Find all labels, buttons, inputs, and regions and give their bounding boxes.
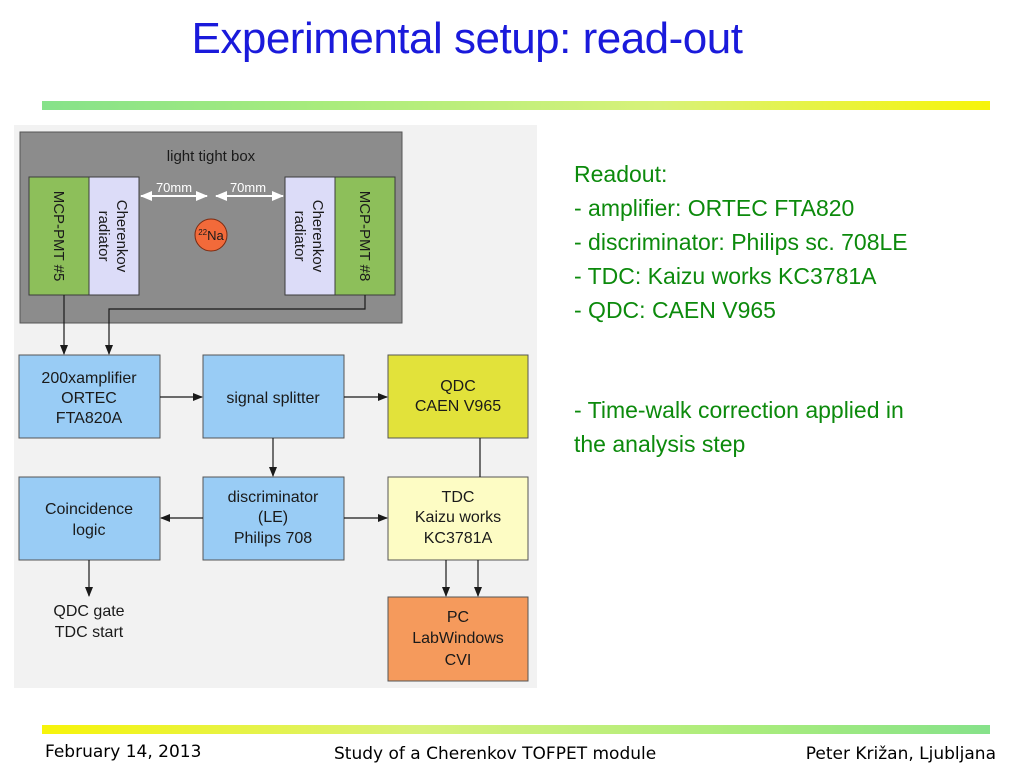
distance-label-left: 70mm [156,180,192,195]
tdc-line3: KC3781A [424,530,493,547]
readout-diagram-svg: light tight box MCP-PMT #5 Cherenkov rad… [18,131,529,682]
qdc-line2: CAEN V965 [415,398,501,415]
mcp-pmt-5 [28,176,90,296]
time-walk-note: - Time-walk correction applied in the an… [574,393,1014,461]
mcp-pmt-8-label: MCP-PMT #8 [356,191,373,282]
source-mass: 22 [198,228,207,237]
readout-item-amplifier: - amplifier: ORTEC FTA820 [574,195,855,221]
distance-label-right: 70mm [230,180,266,195]
signal-splitter-box [202,354,345,439]
amplifier-line2: ORTEC [61,390,117,407]
pc-box [387,596,529,682]
amplifier-line1: 200xamplifier [41,370,137,387]
tdc-box [387,476,529,561]
na22-source-label: 22Na [198,228,224,243]
title-divider-bar [42,101,990,110]
cherenkov-radiator-right [284,176,336,296]
cherenkov-radiator-left [88,176,140,296]
readout-diagram: light tight box MCP-PMT #5 Cherenkov rad… [14,125,537,688]
arrow-pmt8-to-amplifier [105,295,366,355]
source-symbol: Na [207,228,224,243]
pc-line1: PC [447,609,469,626]
footer-divider-bar [42,725,990,734]
amplifier-line3: FTA820A [56,410,123,427]
time-walk-note-line2: the analysis step [574,431,746,457]
radiator-right-line1: Cherenkov [309,200,326,273]
pc-line2: LabWindows [412,630,504,647]
readout-heading: Readout: [574,161,668,187]
coincidence-line2: logic [73,522,106,539]
slide-title: Experimental setup: read-out [191,14,743,63]
readout-item-discriminator: - discriminator: Philips sc. 708LE [574,229,908,255]
coincidence-logic-box [18,476,161,561]
qdc-line1: QDC [440,378,476,395]
readout-text-panel: Readout: - amplifier: ORTEC FTA820 - dis… [574,157,1014,461]
radiator-left-line2: radiator [95,211,112,262]
footer-author: Peter Križan, Ljubljana [805,744,996,764]
discriminator-box [202,476,345,561]
mcp-pmt-5-label: MCP-PMT #5 [50,191,67,282]
pc-line3: CVI [445,652,472,669]
light-tight-box-label: light tight box [167,148,256,165]
discriminator-line1: discriminator [228,489,319,506]
mcp-pmt-8 [334,176,396,296]
qdc-box [387,354,529,439]
amplifier-box [18,354,161,439]
tdc-line1: TDC [442,489,475,506]
footer-talk-title: Study of a Cherenkov TOFPET module [334,744,657,764]
discriminator-line3: Philips 708 [234,530,312,547]
radiator-right-line2: radiator [291,211,308,262]
footer-date: February 14, 2013 [45,742,202,762]
discriminator-line2: (LE) [258,509,288,526]
output-tdc-start: TDC start [55,624,124,641]
radiator-left-line1: Cherenkov [113,200,130,273]
coincidence-line1: Coincidence [45,501,133,518]
time-walk-note-line1: - Time-walk correction applied in [574,397,904,423]
readout-item-qdc: - QDC: CAEN V965 [574,297,776,323]
signal-splitter-label: signal splitter [226,390,320,407]
readout-item-tdc: - TDC: Kaizu works KC3781A [574,263,877,289]
na22-source [194,218,228,252]
output-qdc-gate: QDC gate [53,603,124,620]
tdc-line2: Kaizu works [415,509,501,526]
